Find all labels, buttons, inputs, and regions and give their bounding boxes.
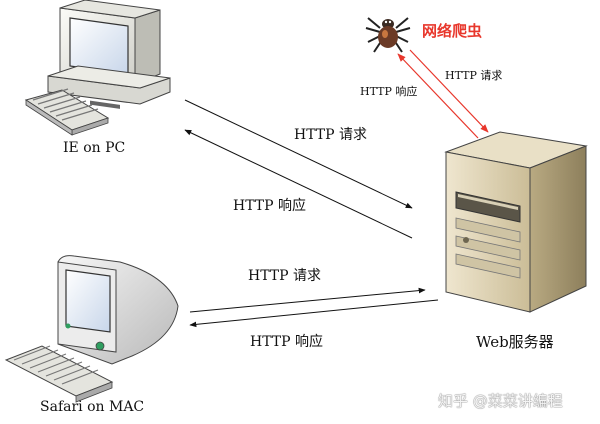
pc-request-label: HTTP 请求	[294, 127, 368, 143]
spider-response-arrow	[397, 53, 479, 139]
mac-response-label: HTTP 响应	[250, 334, 324, 350]
mac-client-label: Safari on MAC	[40, 399, 145, 415]
mac-response-arrow	[189, 299, 439, 328]
spider-request-label: HTTP 请求	[445, 69, 503, 82]
pc-request-arrow	[184, 99, 413, 209]
mac-computer-icon	[4, 255, 179, 403]
server-label: Web服务器	[476, 333, 554, 351]
mac-request-arrow	[189, 287, 426, 313]
watermark: 知乎 @菜菜讲编程	[438, 392, 563, 410]
web-server-icon	[444, 131, 588, 313]
spider-request-arrow	[409, 49, 489, 133]
pc-response-arrow	[184, 129, 413, 239]
spider-response-label: HTTP 响应	[360, 85, 418, 98]
mac-request-label: HTTP 请求	[248, 268, 322, 284]
keyboard-icon	[24, 88, 110, 136]
spider-icon	[365, 17, 411, 53]
pc-client-label: IE on PC	[63, 140, 126, 156]
pc-computer-icon	[24, 0, 171, 136]
pc-response-label: HTTP 响应	[233, 198, 307, 214]
spider-label: 网络爬虫	[422, 22, 483, 40]
keyboard-icon	[4, 345, 114, 403]
